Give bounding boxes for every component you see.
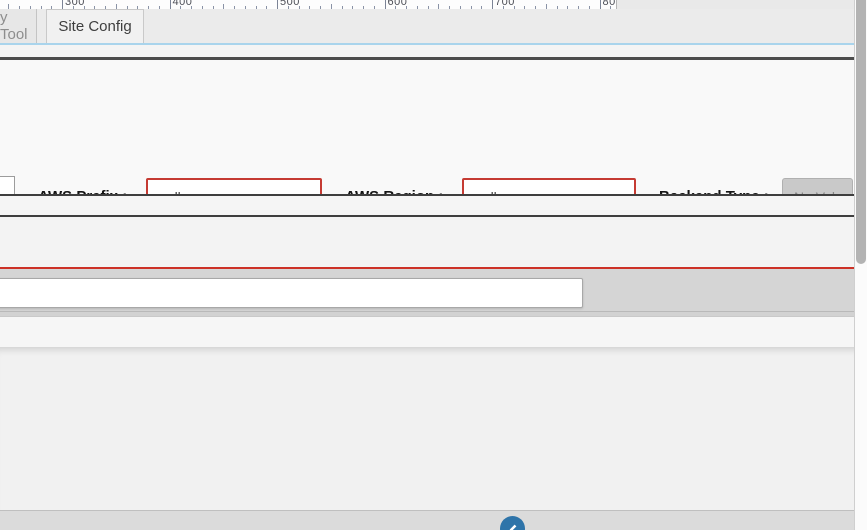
toolbar-strip (0, 45, 855, 57)
ruler-number: 400 (172, 0, 193, 8)
ruler-tick (19, 6, 20, 9)
horizontal-ruler: 300 400 500 600 700 800 (0, 0, 617, 9)
ruler-tick (320, 6, 321, 9)
ruler-tick (309, 6, 311, 9)
ruler-tick (588, 6, 590, 9)
band (0, 317, 855, 348)
tab-query-tool[interactable]: y Tool (0, 9, 37, 43)
tab-site-config[interactable]: Site Config (46, 9, 144, 43)
ruler-tick (8, 4, 10, 9)
ruler-tick (416, 6, 418, 9)
ruler-tick (40, 6, 42, 9)
ruler-tick (513, 6, 515, 9)
ruler-tick (255, 6, 257, 9)
ruler-tick (137, 6, 139, 9)
ruler-tick (502, 6, 504, 9)
ruler-tick (459, 6, 461, 9)
ruler-tick (234, 6, 235, 9)
ruler-tick (158, 6, 160, 9)
red-divider (0, 267, 855, 269)
scrollbar-thumb[interactable] (856, 0, 866, 264)
ruler-number: 500 (280, 0, 300, 8)
ruler-tick (105, 6, 106, 9)
footer-bar (0, 510, 855, 530)
ruler-tick (395, 6, 397, 9)
ruler-tick (535, 6, 536, 9)
band (0, 217, 855, 267)
edit-fab-button[interactable] (500, 516, 525, 530)
divider (0, 194, 855, 196)
ruler-tick (556, 6, 558, 9)
ruler-tick (62, 0, 63, 9)
ruler-tick (72, 6, 74, 9)
gray-section (0, 269, 855, 311)
ruler-tick (180, 6, 182, 9)
ruler-tick (481, 6, 483, 9)
ruler-tick (330, 4, 332, 9)
ruler-tick (363, 6, 364, 9)
ruler-number: 300 (65, 0, 85, 8)
ruler-tick (148, 6, 149, 9)
ruler-tick (201, 6, 203, 9)
ruler-tick (492, 0, 493, 9)
form-panel: AWS Prefix : AWS Region : Backend Type :… (0, 60, 855, 216)
ruler-tick (287, 6, 289, 9)
ruler-tick (352, 6, 354, 9)
ruler-tick (277, 0, 278, 9)
bottom-text-input[interactable] (0, 278, 583, 308)
ruler-tick (191, 6, 192, 9)
ruler-number: 600 (387, 0, 408, 8)
ruler-tick (373, 6, 375, 9)
ruler-tick (449, 6, 450, 9)
ruler-tick (599, 0, 601, 9)
ruler-tick (51, 6, 53, 9)
ruler-tick (341, 6, 343, 9)
ruler-tick (223, 4, 225, 9)
sunken-strip (0, 311, 855, 317)
band (0, 196, 855, 215)
ruler-tick (470, 6, 472, 9)
ruler-tick (545, 4, 547, 9)
ruler-tick (94, 6, 96, 9)
ruler-tick (406, 6, 407, 9)
ruler-tick (115, 4, 117, 9)
main-content-area (0, 348, 855, 510)
ruler-number: 800 (602, 0, 617, 8)
divider (0, 215, 855, 217)
tab-bar: y Tool Site Config (0, 9, 855, 43)
ruler-tick (169, 0, 171, 9)
ruler-tick (266, 6, 268, 9)
ruler-number: 700 (495, 0, 515, 8)
pencil-icon (507, 523, 518, 530)
ruler-tick (438, 4, 440, 9)
ruler-tick (610, 6, 612, 9)
ruler-tick (29, 6, 31, 9)
ruler-tick (524, 6, 526, 9)
ruler-tick (567, 6, 569, 9)
tab-accent-line (0, 43, 855, 45)
ruler-tick (578, 6, 579, 9)
divider-top (0, 57, 855, 60)
ruler-tick (384, 0, 386, 9)
ruler-tick (427, 6, 429, 9)
ruler-tick (83, 6, 85, 9)
ruler-tick (212, 6, 214, 9)
ruler-tick (126, 6, 128, 9)
ruler-tick (298, 6, 300, 9)
ruler-tick (244, 6, 246, 9)
